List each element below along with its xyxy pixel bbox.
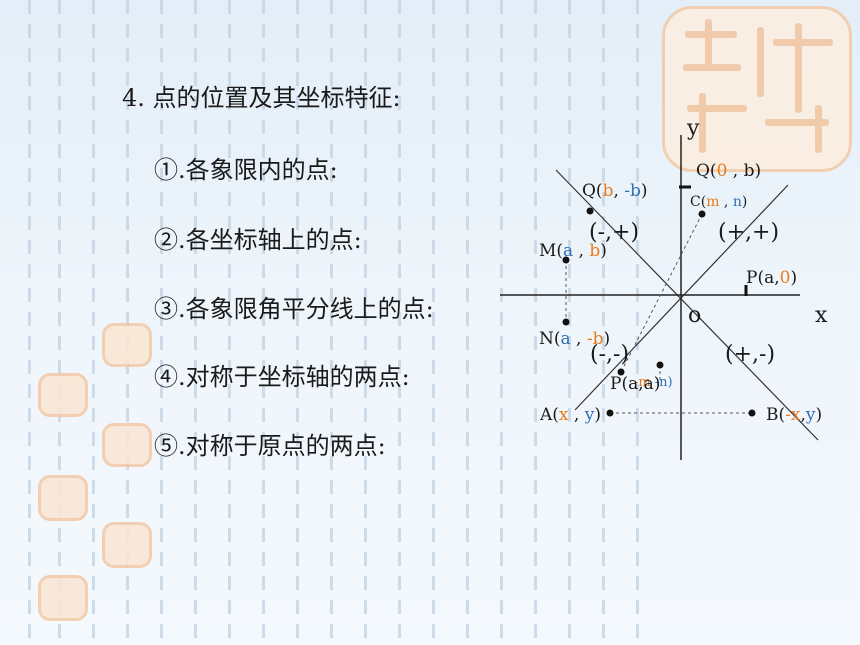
point-p-bisector-label: P(a,a) xyxy=(610,374,660,394)
background-dotted-line xyxy=(534,0,537,645)
point-p-axis-label: P(a,0) xyxy=(746,268,797,288)
point-a-dot xyxy=(606,409,614,417)
background-dotted-line xyxy=(330,0,333,645)
background-dotted-line xyxy=(568,0,571,645)
seal-stamp xyxy=(38,475,88,521)
topic-axis-points: ②.各坐标轴上的点: xyxy=(154,226,362,254)
point-m-dot xyxy=(562,256,570,264)
background-dotted-line xyxy=(466,0,469,645)
background-dotted-line xyxy=(194,0,197,645)
background-dotted-line xyxy=(92,0,95,645)
point-c-label: C(m , n) xyxy=(690,194,747,210)
background-dotted-line xyxy=(28,0,31,645)
seal-stamp xyxy=(102,423,152,467)
background-dotted-line xyxy=(500,0,503,645)
background-dotted-line xyxy=(58,0,61,645)
point-p-symmetric-label: -m-n) xyxy=(634,375,673,390)
point-a-label: A(x , y) xyxy=(539,405,601,425)
point-p-bisector-dot xyxy=(617,368,625,376)
point-b-dot xyxy=(748,409,756,417)
quadrant-3-label: (-,-) xyxy=(590,342,629,367)
background-dotted-line xyxy=(296,0,299,645)
background-dotted-line xyxy=(160,0,163,645)
seal-stamp xyxy=(38,575,88,621)
seal-stamp-large xyxy=(662,6,852,172)
quadrant-1-label: (+,+) xyxy=(718,220,779,245)
quadrant-4-label: (+,-) xyxy=(725,342,775,367)
point-b-label: B(-x,y) xyxy=(766,405,822,425)
background-dotted-line xyxy=(398,0,401,645)
quadrant-2-label: (-,+) xyxy=(589,220,639,245)
x-axis-label: x xyxy=(815,303,828,328)
topic-origin-symmetric-points: ⑤.对称于原点的两点: xyxy=(154,432,386,460)
background-dotted-line xyxy=(636,0,639,645)
background-dotted-line xyxy=(262,0,265,645)
seal-stamp xyxy=(102,323,152,367)
bisector-line-1-3 xyxy=(555,169,819,441)
background-dotted-line xyxy=(602,0,605,645)
point-p-symmetric-dot xyxy=(656,361,664,369)
background-dotted-line xyxy=(364,0,367,645)
point-q-axis-label: Q(0 , b) xyxy=(696,161,761,181)
point-q-bisector-label: Q(b, -b) xyxy=(582,181,648,201)
point-n-dot xyxy=(562,318,570,326)
topic-axis-symmetric-points: ④.对称于坐标轴的两点: xyxy=(154,363,410,391)
background-dotted-line xyxy=(126,0,129,645)
background-dotted-line xyxy=(432,0,435,645)
point-n-label: N(a , -b) xyxy=(539,329,610,349)
background-dotted-line xyxy=(228,0,231,645)
section-heading: 4. 点的位置及其坐标特征: xyxy=(122,84,401,112)
point-c-dot xyxy=(698,210,706,218)
topic-quadrant-points: ①.各象限内的点: xyxy=(154,156,338,184)
origin-label: o xyxy=(688,303,701,328)
point-m-label: M(a , b) xyxy=(539,241,607,261)
y-axis-label: y xyxy=(686,116,700,141)
seal-stamp xyxy=(102,522,152,568)
seal-stamp xyxy=(38,373,88,417)
topic-bisector-points: ③.各象限角平分线上的点: xyxy=(154,295,434,323)
point-q-bisector-dot xyxy=(586,207,594,215)
